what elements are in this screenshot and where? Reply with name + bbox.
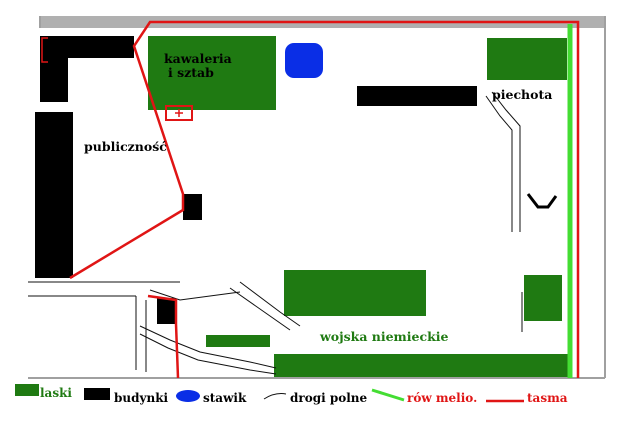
- legend-pond-label: stawik: [203, 391, 247, 405]
- building-left-long: [35, 112, 73, 278]
- legend-pond-swatch: [176, 390, 200, 402]
- infantry-trench: [526, 193, 558, 209]
- legend-forest-swatch: [15, 384, 39, 396]
- legend-forests-label: laski: [40, 386, 72, 400]
- label-cavalry: kawaleria i sztab: [164, 51, 232, 81]
- label-audience: publiczność: [84, 139, 167, 154]
- building-top-left-vertical: [40, 36, 68, 102]
- forest-right: [524, 275, 562, 321]
- legend-roads-label: drogi polne: [290, 391, 368, 405]
- legend-tape-label: tasma: [527, 391, 568, 405]
- dirt-roads: [28, 91, 523, 375]
- pond: [285, 43, 323, 78]
- building-middle: [183, 194, 202, 220]
- forest-top-right: [487, 38, 567, 80]
- forest-small-strip: [206, 335, 270, 347]
- forest-cavalry: [148, 36, 276, 110]
- tape-line: [41, 20, 580, 379]
- label-german-troops: wojska niemieckie: [320, 329, 449, 344]
- legend-buildings-label: budynki: [114, 391, 169, 405]
- legend-ditch-label: rów melio.: [407, 391, 478, 405]
- label-staff: i sztab: [168, 65, 214, 81]
- label-infantry: piechota: [492, 87, 553, 102]
- building-infantry: [357, 86, 477, 106]
- legend-building-swatch: [84, 388, 110, 400]
- building-bottom-left: [157, 298, 176, 324]
- legend-ditch-swatch: [371, 388, 405, 402]
- legend-road-swatch: [263, 393, 287, 400]
- forest-bottom-strip: [274, 354, 572, 377]
- forest-center: [284, 270, 426, 316]
